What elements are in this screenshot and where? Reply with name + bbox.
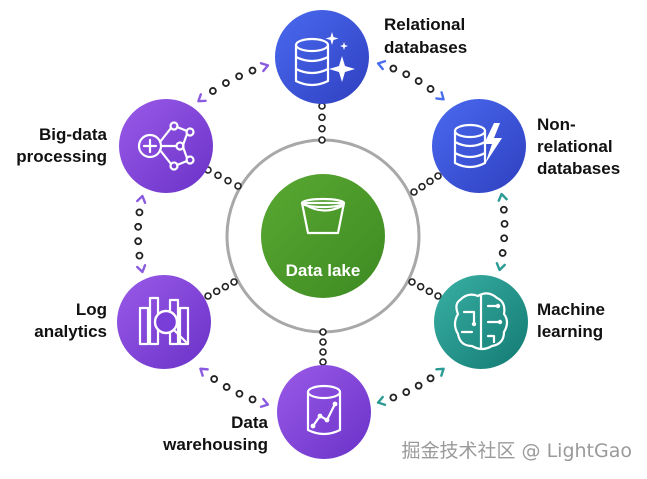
node-relational-databases: Relational databases xyxy=(275,10,467,104)
connector-link xyxy=(208,87,217,95)
connector-link xyxy=(230,278,238,286)
nonrelational-label-3: databases xyxy=(537,159,620,178)
database-lightning-icon xyxy=(453,123,502,169)
connector-link xyxy=(214,171,222,180)
connector-link xyxy=(248,66,257,75)
arrowhead xyxy=(259,62,270,73)
connector-link xyxy=(248,395,257,404)
connector-link xyxy=(498,249,507,257)
ml-label-2: learning xyxy=(537,322,603,341)
brain-circuit-icon xyxy=(453,292,509,351)
connector-link xyxy=(402,388,411,396)
data-lake-node: Data lake xyxy=(261,174,385,298)
bucket-icon xyxy=(300,197,346,235)
connector-link xyxy=(135,251,144,260)
bigdata-label-1: Big-data xyxy=(39,125,108,144)
node-machine-learning: Machine learning xyxy=(434,275,605,369)
arrowhead xyxy=(435,91,445,101)
connector-link xyxy=(499,205,508,214)
ml-label-1: Machine xyxy=(537,300,605,319)
arrowhead xyxy=(376,395,387,406)
connector-link xyxy=(134,237,143,246)
database-chart-icon xyxy=(306,384,342,436)
node-data-warehousing: Data warehousing xyxy=(162,365,371,459)
arrowhead xyxy=(435,367,445,377)
connector-link xyxy=(318,136,326,144)
connector-link xyxy=(212,287,221,296)
node-non-relational-databases: Non- relational databases xyxy=(432,99,620,193)
node-big-data-processing: Big-data processing xyxy=(16,99,213,193)
connector-link xyxy=(222,79,230,87)
connector-link xyxy=(134,222,143,231)
connector-link xyxy=(224,176,232,185)
arrowhead xyxy=(495,262,506,272)
network-plus-icon xyxy=(137,121,195,171)
arrowhead xyxy=(136,264,147,274)
arrowhead xyxy=(497,192,508,202)
connector-link xyxy=(319,338,327,346)
connector-link xyxy=(418,182,426,191)
arrowhead xyxy=(259,397,270,408)
connector-link xyxy=(235,72,244,81)
connector-link xyxy=(410,188,418,196)
connector-link xyxy=(319,358,327,366)
connector-link xyxy=(426,85,435,93)
magnifier-chart-icon xyxy=(138,296,190,346)
connector-link xyxy=(234,182,242,190)
arrowhead xyxy=(376,60,387,71)
arrowhead xyxy=(199,367,209,377)
connector-link xyxy=(389,393,398,402)
log-label-2: analytics xyxy=(34,322,107,341)
connector-link xyxy=(318,124,326,133)
connector-link xyxy=(426,374,435,383)
connector-link xyxy=(434,292,442,300)
bigdata-label-2: processing xyxy=(16,147,107,166)
connector-link xyxy=(416,282,425,291)
connector-link xyxy=(425,287,434,296)
relational-label-1: Relational xyxy=(384,15,465,34)
outer-connectors xyxy=(134,60,509,408)
connector-link xyxy=(414,381,423,390)
connector-link xyxy=(402,70,411,79)
dw-label-2: warehousing xyxy=(162,435,268,454)
connector-link xyxy=(319,328,327,336)
log-label-1: Log xyxy=(76,300,107,319)
node-log-analytics: Log analytics xyxy=(34,275,211,369)
dw-label-1: Data xyxy=(231,413,268,432)
connector-link xyxy=(408,278,416,286)
connector-link xyxy=(426,177,434,186)
connector-link xyxy=(135,208,144,217)
connector-link xyxy=(221,282,230,291)
connector-link xyxy=(434,172,442,180)
watermark-text: 掘金技术社区 @ LightGao xyxy=(402,440,633,462)
connector-link xyxy=(210,375,219,383)
nonrelational-label-2: relational xyxy=(537,137,613,156)
arrowhead xyxy=(197,93,207,103)
relational-label-2: databases xyxy=(384,38,467,57)
connector-link xyxy=(389,64,398,73)
connector-link xyxy=(500,219,509,228)
database-sparkle-icon xyxy=(294,32,355,87)
connector-link xyxy=(414,77,423,85)
data-lake-label: Data lake xyxy=(286,261,361,280)
connector-link xyxy=(319,348,327,356)
arrowhead xyxy=(136,194,147,204)
nonrelational-label-1: Non- xyxy=(537,115,576,134)
center-connectors xyxy=(204,102,442,366)
connector-link xyxy=(500,234,509,243)
connector-link xyxy=(222,383,231,391)
connector-link xyxy=(318,113,326,122)
connector-link xyxy=(204,292,212,300)
connector-link xyxy=(235,389,244,398)
